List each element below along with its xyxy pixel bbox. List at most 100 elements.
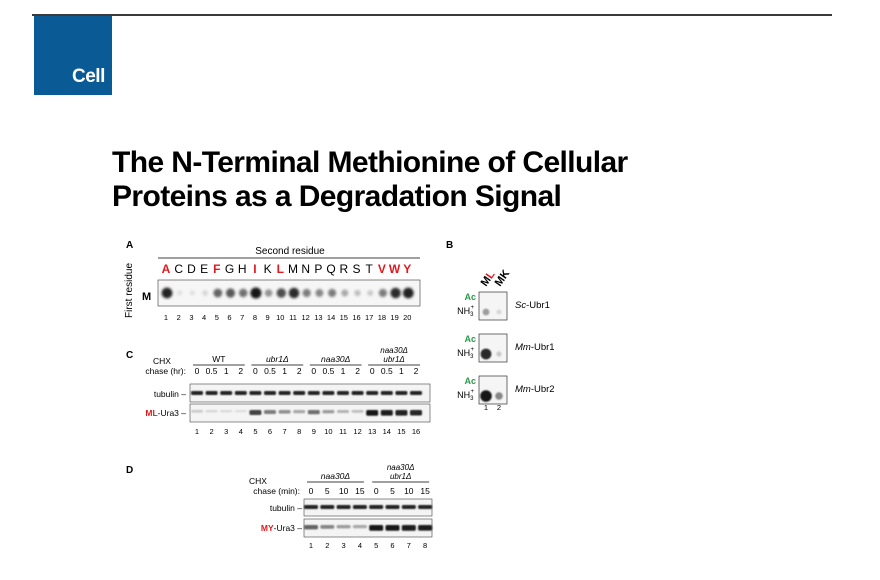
panel-b-nh3-label: NH3+ <box>457 389 474 402</box>
panel-b-nh3-label: NH3+ <box>457 305 474 318</box>
panel-b-nh3-subscript: 3 <box>470 354 474 360</box>
panel-d-tubulin-band <box>352 505 367 509</box>
panel-a-row-label: M <box>142 291 151 303</box>
panel-a-lane-number: 19 <box>390 313 398 322</box>
panel-c-ura3-band <box>249 410 262 415</box>
panel-d-lane-number: 2 <box>325 541 329 550</box>
panel-d-lane-number: 3 <box>342 541 346 550</box>
panel-a-residue-label: G <box>225 262 234 276</box>
panel-a-spot <box>402 287 414 299</box>
panel-d-lane-number: 1 <box>309 541 313 550</box>
panel-c-time-label: 0 <box>253 366 258 376</box>
panel-a-residue-label: W <box>389 262 401 276</box>
panel-c-tubulin-band <box>410 391 422 395</box>
panel-a-residue-label: L <box>277 262 284 276</box>
panel-d-tubulin-band <box>418 505 433 509</box>
panel-a-residue-label: N <box>301 262 310 276</box>
top-rule <box>32 14 832 16</box>
panel-c-band2-prefix: ML <box>145 408 157 418</box>
panel-a-spot <box>367 290 374 296</box>
panel-d-time-label: 15 <box>355 486 365 496</box>
panel-c-ura3-band <box>351 410 364 413</box>
panel-a-residue-label: Y <box>403 262 411 276</box>
panel-d-lane-number: 5 <box>374 541 378 550</box>
panel-a-residue-label: K <box>264 262 272 276</box>
panel-c-ura3-band <box>293 410 306 414</box>
panel-b-spot <box>496 309 502 315</box>
panel-c-time-label: 2 <box>297 366 302 376</box>
panel-a-spot <box>177 290 183 296</box>
panel-c-strain-label: WT <box>212 354 225 364</box>
panel-c-time-label: 0 <box>195 366 200 376</box>
panel-a-lane-number: 7 <box>240 313 244 322</box>
panel-c-lane-number: 3 <box>224 427 228 436</box>
panel-d-time-label: 15 <box>420 486 430 496</box>
panel-a-residue-label: H <box>238 262 247 276</box>
panel-d-ura3-band <box>336 525 351 529</box>
panel-a-residue-label: A <box>162 262 171 276</box>
panel-a-lane-number: 15 <box>340 313 348 322</box>
panel-c-time-label: 1 <box>282 366 287 376</box>
panel-d-time-label: 5 <box>325 486 330 496</box>
panel-d-tubulin-band <box>385 505 400 509</box>
panel-d-time-label: 10 <box>339 486 349 496</box>
panel-a-lane-number: 13 <box>314 313 322 322</box>
panel-b-nh3-superscript: + <box>470 347 474 353</box>
panel-a-residue-label: D <box>187 262 196 276</box>
panel-b-lane-number: 1 <box>484 403 488 412</box>
panel-c-lane-number: 12 <box>353 427 361 436</box>
panel-c-lane-number: 10 <box>324 427 332 436</box>
panel-c-lane-number: 14 <box>383 427 391 436</box>
panel-c-band1-label: tubulin – <box>154 389 186 399</box>
panel-a-spot <box>276 288 287 298</box>
panel-c-lane-number: 7 <box>283 427 287 436</box>
panel-c-tubulin-band <box>307 391 320 395</box>
panel-a-residue-label: V <box>378 262 386 276</box>
panel-a-spot <box>213 288 223 298</box>
panel-c-lane-number: 8 <box>297 427 301 436</box>
panel-c-letter: C <box>126 350 133 361</box>
panel-b-nh3-superscript: + <box>470 389 474 395</box>
panel-c-lane-number: 6 <box>268 427 272 436</box>
panel-a-lane-number: 4 <box>202 313 206 322</box>
panel-b-nh3-subscript: 3 <box>470 396 474 402</box>
panel-c-time-label: 0 <box>370 366 375 376</box>
panel-a-spot <box>238 288 248 298</box>
panel-c-ura3-band <box>234 410 247 413</box>
panel-a-residue-label: I <box>253 262 256 276</box>
panel-c-ura3-band <box>205 410 218 413</box>
panel-b-row-label-protein: -Ubr1 <box>526 300 550 311</box>
panel-a-lane-number: 17 <box>365 313 373 322</box>
panel-b-row-label-protein: -Ubr2 <box>531 384 555 395</box>
panel-a-spot <box>225 288 236 298</box>
panel-b-ac-label: Ac <box>464 376 476 386</box>
panel-b-row-label: Sc-Ubr1 <box>515 300 550 311</box>
panel-a-spot <box>264 289 273 297</box>
panel-c-lane-number: 5 <box>253 427 257 436</box>
panel-d-chase-label: chase (min): <box>253 486 300 496</box>
panel-a-spot <box>390 287 401 299</box>
panel-a-lane-number: 1 <box>164 313 168 322</box>
panel-c-lane-number: 9 <box>312 427 316 436</box>
panel-d-lane-number: 6 <box>390 541 394 550</box>
panel-c-lane-number: 15 <box>397 427 405 436</box>
panel-a-residue-label: P <box>314 262 322 276</box>
panel-c-ura3-band <box>278 410 291 414</box>
panel-d-band1-label: tubulin – <box>270 503 302 513</box>
panel-d-tubulin-band <box>320 505 335 509</box>
panel-b-nh3-label: NH3+ <box>457 347 474 360</box>
panel-c-tubulin-band <box>191 391 203 395</box>
panel-c-time-label: 0 <box>311 366 316 376</box>
panel-c-tubulin-band <box>293 391 306 395</box>
panel-c-time-label: 2 <box>238 366 243 376</box>
panel-a-heading: Second residue <box>255 246 325 257</box>
panel-c-ura3-band <box>322 410 335 414</box>
panel-d-ura3-band <box>352 525 367 529</box>
panel-c-strain-label: naa30Δ <box>321 354 351 364</box>
panel-c-ura3-band <box>380 410 393 416</box>
